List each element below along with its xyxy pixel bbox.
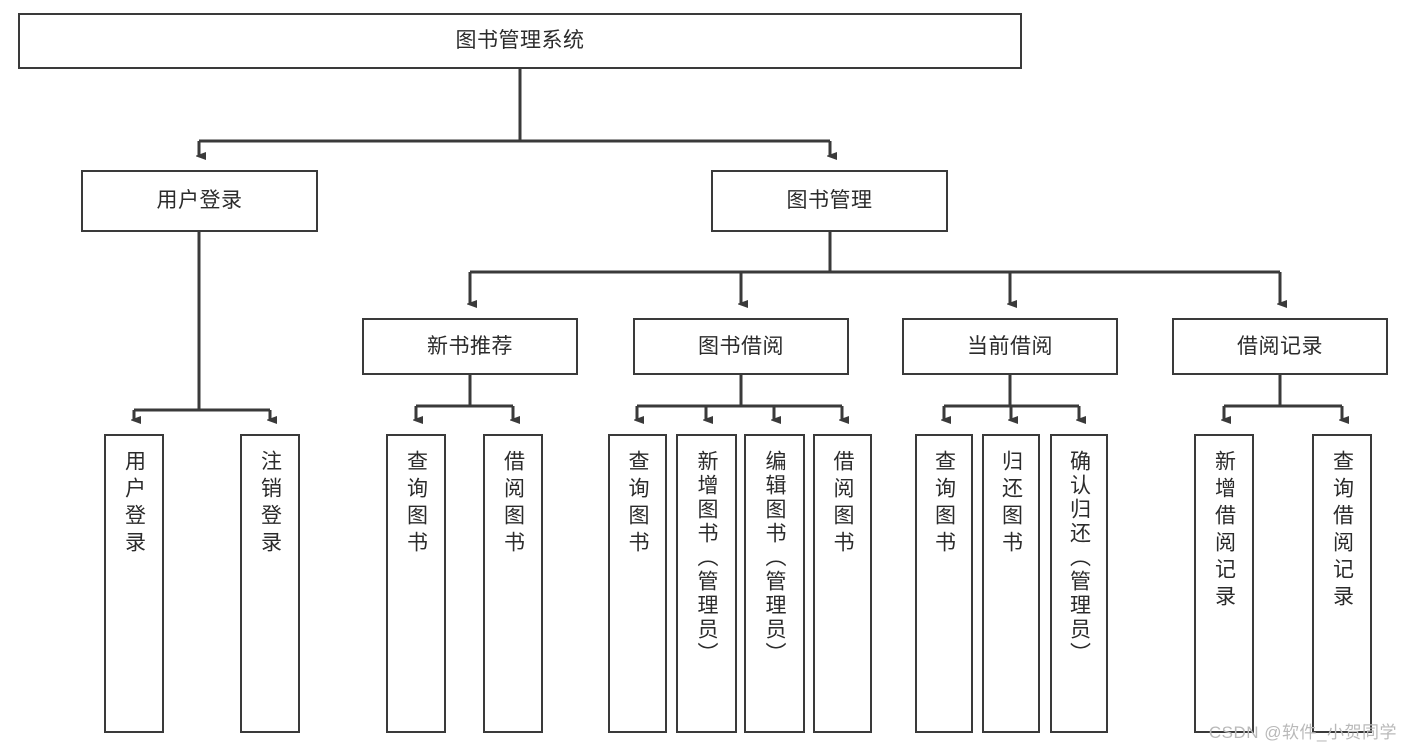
node-label: 当前借阅	[967, 334, 1053, 358]
node-root-system[interactable]: 图书管理系统	[18, 13, 1022, 69]
node-label: 图书管理系统	[455, 29, 585, 53]
node-new-book-recommendation[interactable]: 新书推荐	[362, 318, 578, 375]
node-label: 图书借阅	[698, 334, 784, 358]
leaf-query-book-recommendation[interactable]: 查询图书	[386, 434, 446, 733]
node-label: 借阅图书	[501, 450, 525, 558]
node-label: 用户登录	[156, 189, 243, 213]
node-book-borrow[interactable]: 图书借阅	[633, 318, 849, 375]
leaf-add-book-admin[interactable]: 新增图书（管理员）	[676, 434, 737, 733]
node-label: 编辑图书（管理员）	[763, 450, 786, 666]
leaf-query-book-current[interactable]: 查询图书	[915, 434, 973, 733]
node-label: 查询借阅记录	[1330, 450, 1354, 612]
node-label: 确认归还（管理员）	[1067, 450, 1091, 666]
node-label: 图书管理	[786, 189, 873, 213]
node-label: 借阅记录	[1237, 334, 1323, 358]
leaf-borrow-book-recommendation[interactable]: 借阅图书	[483, 434, 543, 733]
node-label: 新增借阅记录	[1212, 450, 1236, 612]
node-user-login[interactable]: 用户登录	[81, 170, 318, 232]
leaf-logout[interactable]: 注销登录	[240, 434, 300, 733]
node-label: 查询图书	[404, 450, 428, 558]
node-label: 借阅图书	[831, 450, 854, 558]
leaf-return-book[interactable]: 归还图书	[982, 434, 1040, 733]
node-current-borrow[interactable]: 当前借阅	[902, 318, 1118, 375]
leaf-confirm-return-admin[interactable]: 确认归还（管理员）	[1050, 434, 1108, 733]
node-book-manage[interactable]: 图书管理	[711, 170, 948, 232]
node-borrow-record[interactable]: 借阅记录	[1172, 318, 1388, 375]
node-label: 归还图书	[999, 450, 1023, 558]
node-label: 用户登录	[122, 450, 146, 558]
leaf-add-borrow-record[interactable]: 新增借阅记录	[1194, 434, 1254, 733]
leaf-edit-book-admin[interactable]: 编辑图书（管理员）	[744, 434, 805, 733]
leaf-query-borrow-record[interactable]: 查询借阅记录	[1312, 434, 1372, 733]
leaf-query-book-borrow[interactable]: 查询图书	[608, 434, 667, 733]
node-label: 新增图书（管理员）	[695, 450, 718, 666]
csdn-watermark: CSDN @软件_小贺同学	[1208, 723, 1397, 742]
leaf-user-login[interactable]: 用户登录	[104, 434, 164, 733]
node-label: 注销登录	[258, 450, 282, 558]
node-label: 查询图书	[932, 450, 956, 558]
node-label: 新书推荐	[427, 334, 513, 358]
leaf-borrow-book-borrow[interactable]: 借阅图书	[813, 434, 872, 733]
node-label: 查询图书	[626, 450, 649, 558]
